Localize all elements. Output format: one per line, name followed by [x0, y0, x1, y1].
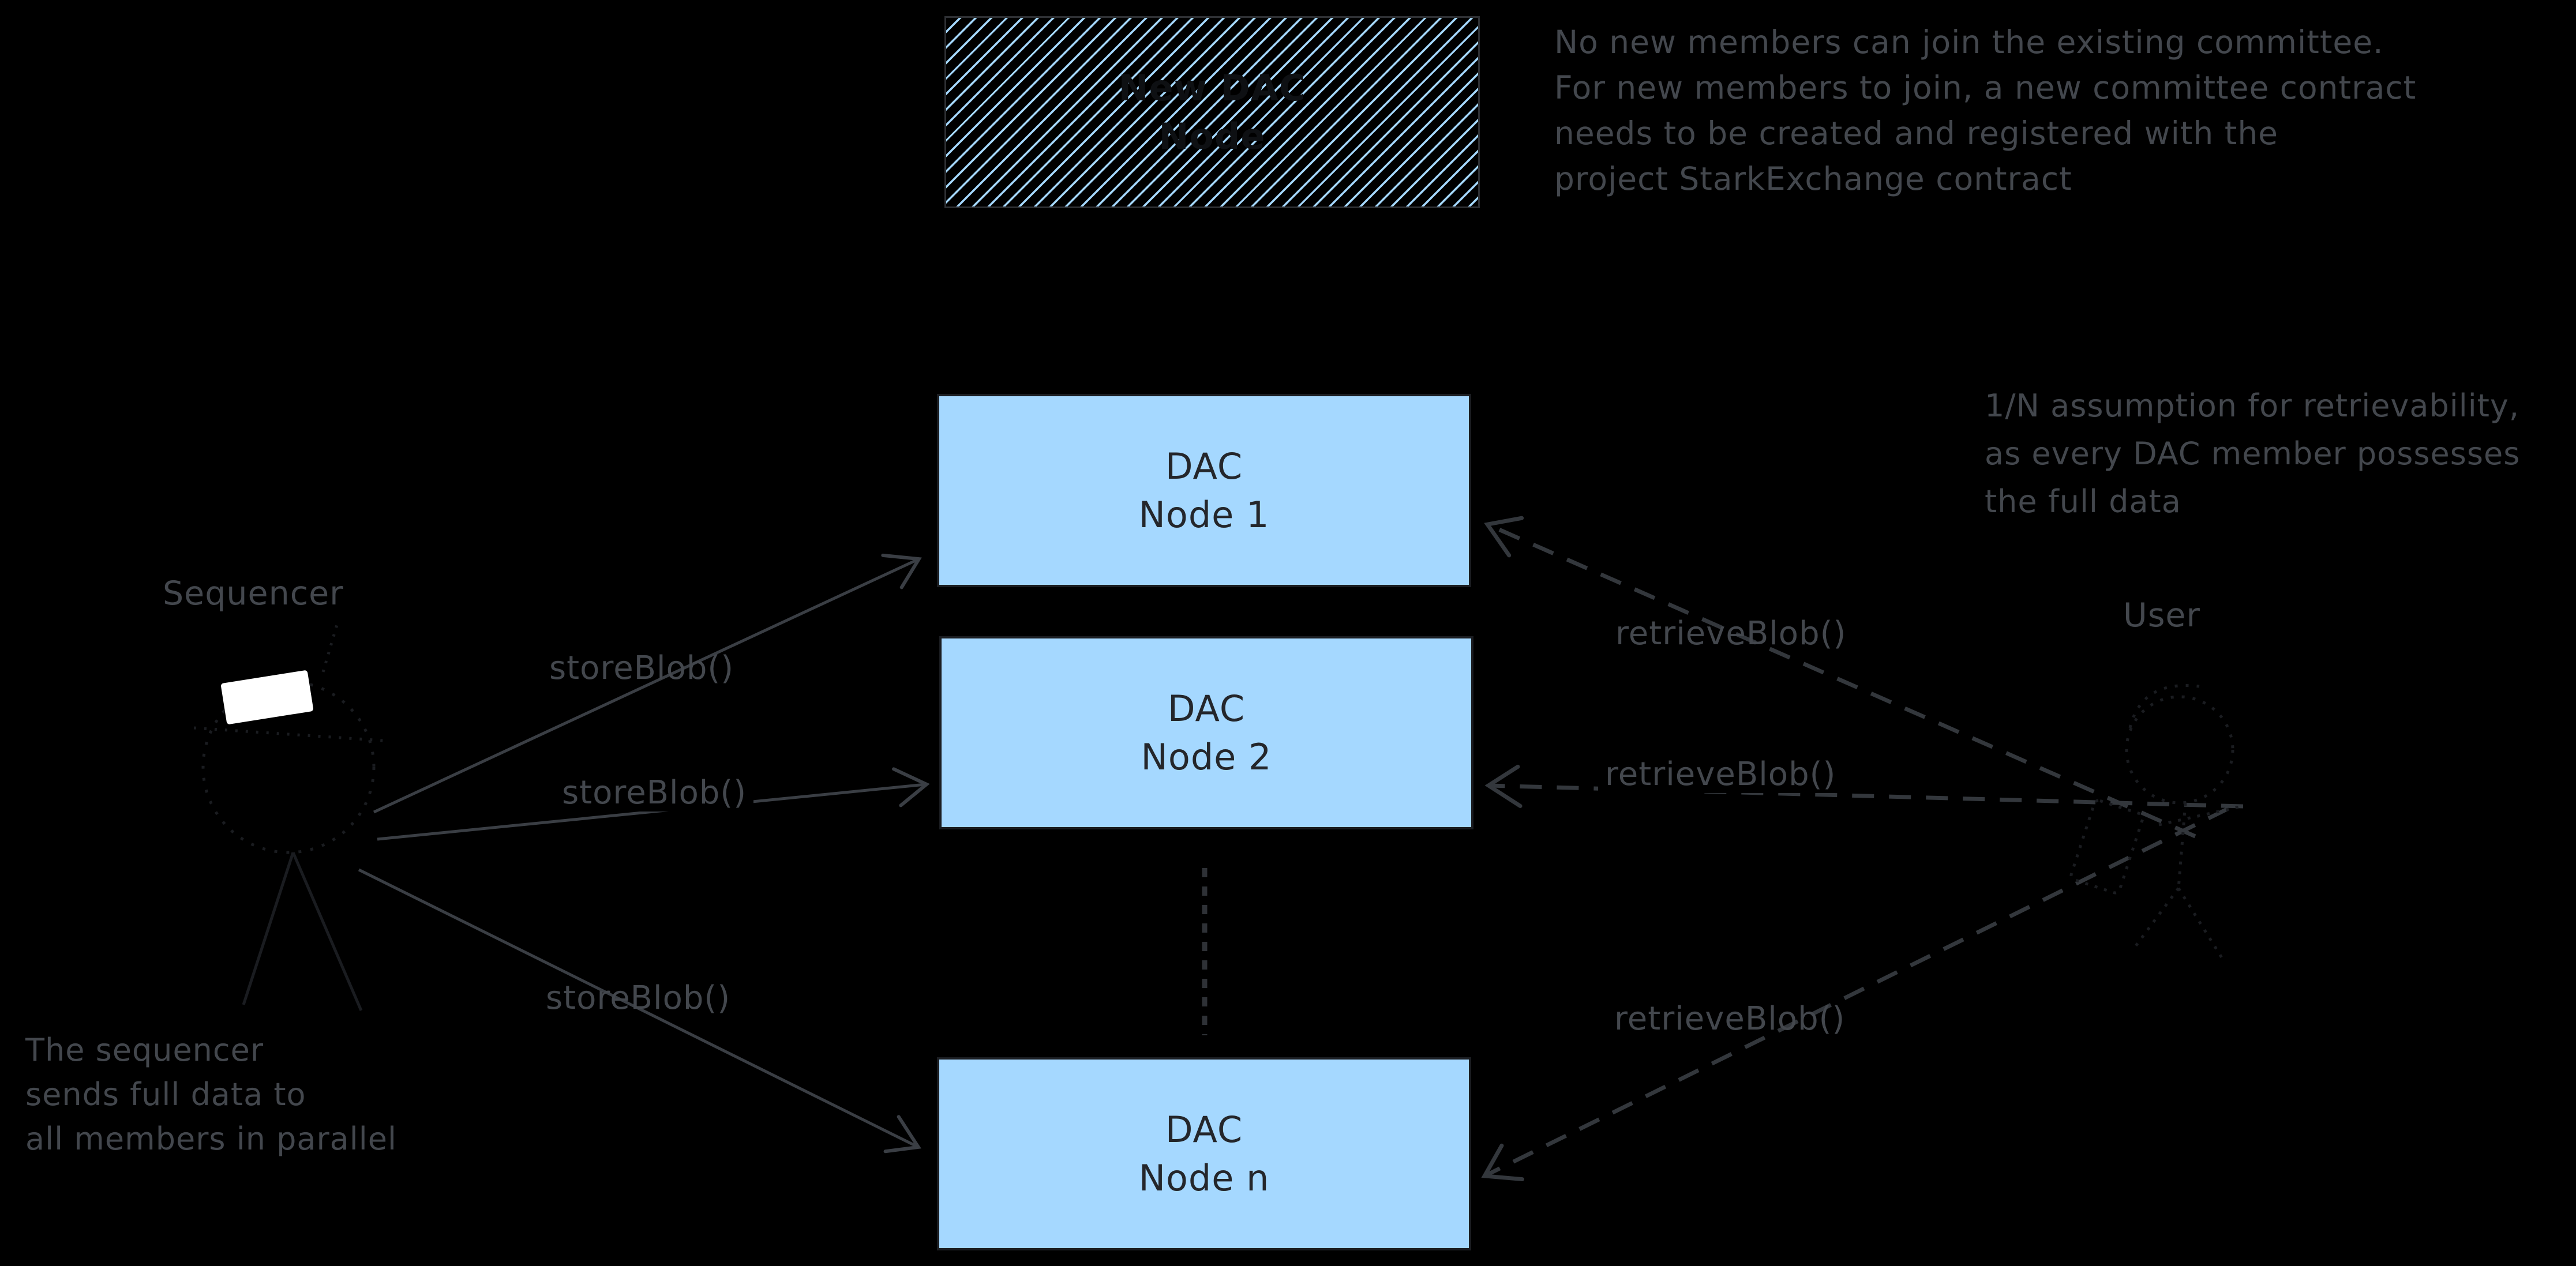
store-blob-label-3: storeBlob(): [546, 979, 731, 1017]
committee-note-line: No new members can join the existing com…: [1554, 24, 2384, 61]
store-blob-label-1: storeBlob(): [549, 649, 734, 687]
committee-note-line: project StarkExchange contract: [1554, 160, 2072, 197]
store-blob-arrow-3: [358, 868, 921, 1154]
dac-node-2-label-line1: DAC: [1167, 687, 1246, 730]
retrievability-note-line: the full data: [1985, 483, 2181, 520]
dac-node-1-label-line2: Node 1: [1138, 493, 1270, 536]
committee-note-line: needs to be created and registered with …: [1554, 115, 2279, 152]
committee-note: No new members can join the existing com…: [1554, 20, 2416, 202]
user-label: User: [2123, 596, 2200, 634]
retrieve-blob-label-2: retrieveBlob(): [1598, 756, 1843, 793]
store-blob-arrow-2: [377, 767, 930, 841]
retrievability-note-line: 1/N assumption for retrievability,: [1985, 388, 2520, 424]
store-blob-arrow-1: [373, 553, 922, 814]
committee-note-line: For new members to join, a new committee…: [1554, 69, 2417, 106]
retrievability-note: 1/N assumption for retrievability, as ev…: [1985, 382, 2520, 525]
dac-node-n-label-line1: DAC: [1165, 1108, 1243, 1151]
dac-node-1-box: DAC Node 1: [937, 394, 1471, 587]
new-dac-node-label-line2: Node: [1158, 115, 1266, 157]
retrievability-note-line: as every DAC member possesses: [1985, 435, 2521, 472]
store-blob-label-2: storeBlob(): [555, 774, 754, 812]
sequencer-note-line: sends full data to: [25, 1076, 306, 1113]
sequencer-label: Sequencer: [163, 574, 344, 613]
retrieve-blob-arrow-1: [1484, 516, 2196, 839]
dac-node-2-box: DAC Node 2: [939, 636, 1473, 829]
sequencer-note-line: all members in parallel: [25, 1121, 397, 1157]
dac-node-n-label-line2: Node n: [1138, 1156, 1270, 1199]
sequencer-visor: [221, 670, 313, 724]
user-icon: [2069, 684, 2243, 960]
dac-node-n-box: DAC Node n: [937, 1057, 1471, 1250]
new-dac-node-label-line1: New DAC: [1118, 66, 1306, 109]
retrieve-blob-arrow-3: [1481, 806, 2229, 1182]
dac-node-2-label-line2: Node 2: [1141, 735, 1272, 778]
retrieve-blob-label-1: retrieveBlob(): [1615, 615, 1847, 652]
sequencer-note: The sequencer sends full data to all mem…: [25, 1028, 397, 1161]
new-dac-node-box: New DAC Node: [944, 16, 1480, 208]
retrieve-blob-label-3: retrieveBlob(): [1614, 1000, 1846, 1038]
dac-node-1-label-line1: DAC: [1165, 445, 1243, 487]
sequencer-note-line: The sequencer: [25, 1032, 264, 1068]
